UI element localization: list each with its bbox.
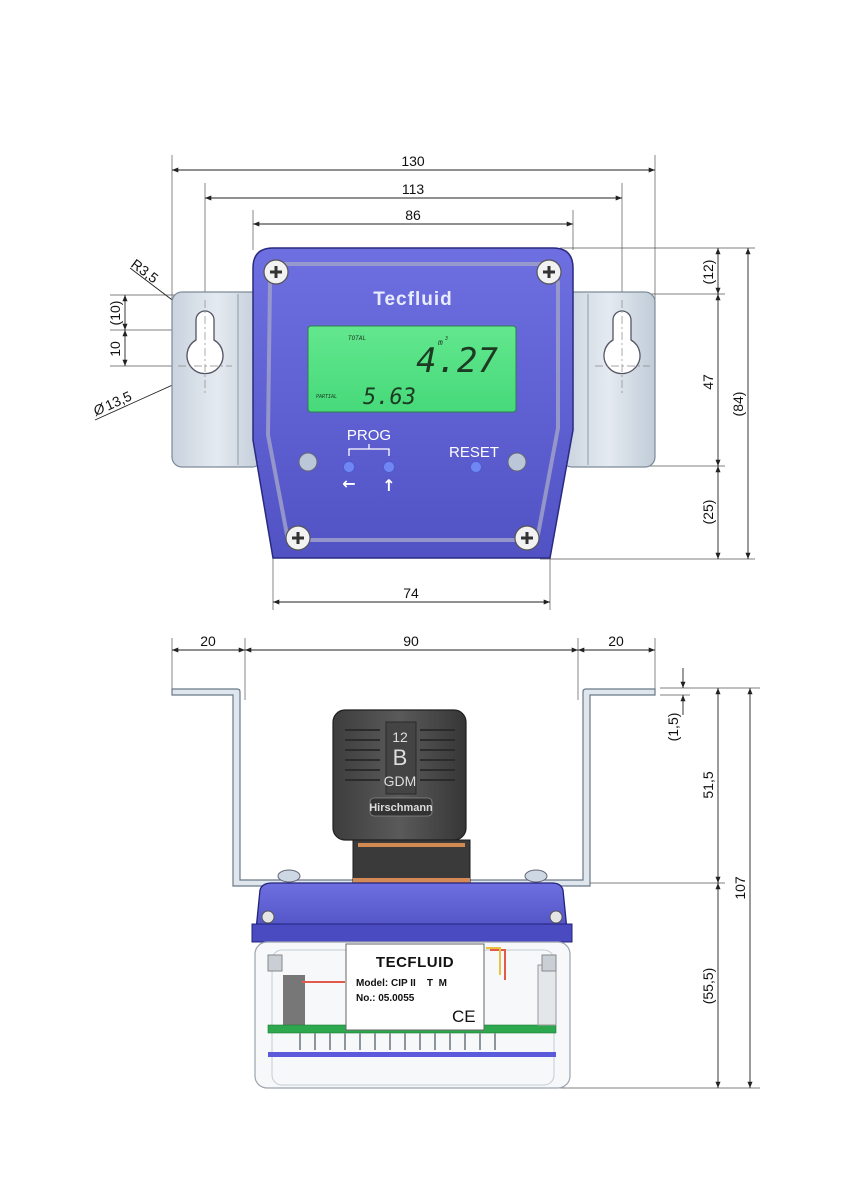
dim-body-height: (55,5)	[700, 968, 716, 1005]
connector-line2: B	[393, 745, 408, 770]
dim-left-flange: 20	[200, 633, 216, 649]
lcd-display: TOTAL m 3 4.27 PARTIAL 5.63	[308, 326, 516, 412]
reset-button[interactable]	[471, 462, 482, 473]
screw-icon	[286, 526, 310, 550]
prog-left-button[interactable]	[344, 462, 355, 473]
label-brand: TECFLUID	[376, 954, 454, 971]
meter-cover-side	[252, 883, 572, 942]
product-label: TECFLUID Model: CIP II T M No.: 05.0055 …	[346, 944, 484, 1030]
reset-label: RESET	[449, 444, 499, 461]
dim-bracket-height: 51,5	[700, 771, 716, 798]
prog-up-button[interactable]	[384, 462, 395, 473]
lcd-total-label: TOTAL	[348, 335, 366, 342]
dim-top-offset: (12)	[700, 260, 716, 285]
hirschmann-connector: 12 B GDM Hirschmann	[333, 710, 470, 886]
prog-label: PROG	[347, 427, 391, 444]
dim-slot-upper: (10)	[107, 301, 123, 326]
dim-thickness: (1,5)	[665, 713, 681, 742]
dim-bottom-offset: (25)	[700, 500, 716, 525]
dim-slot-lower: 10	[107, 341, 123, 357]
lcd-total-value: 4.27	[416, 341, 498, 381]
dim-center-span: 90	[403, 633, 419, 649]
dim-total-height: (84)	[730, 392, 746, 417]
screw-icon	[515, 526, 539, 550]
dim-width-total: 130	[401, 153, 425, 169]
ce-mark: CE	[452, 1007, 476, 1026]
lcd-partial-label: PARTIAL	[316, 394, 337, 400]
lcd-partial-value: 5.63	[363, 385, 416, 410]
bolt-icon	[508, 453, 526, 471]
dim-radius: R3,5	[128, 256, 161, 287]
dim-right-flange: 20	[608, 633, 624, 649]
screw-head-icon	[525, 870, 547, 882]
dim-body-width: 86	[405, 207, 421, 223]
screw-head-icon	[278, 870, 300, 882]
label-number: No.: 05.0055	[356, 993, 415, 1004]
dim-total-height-side: 107	[732, 876, 748, 900]
dim-bottom-width: 74	[403, 585, 419, 601]
dim-hole-spacing: 113	[402, 181, 425, 197]
dim-mid-height: 47	[700, 374, 716, 390]
top-view: 130 113 86 74 (12) 47 (25) (84) (10) 10 …	[90, 153, 755, 610]
connector-line3: GDM	[384, 773, 417, 789]
side-view: 20 90 20 (1,5) 51,5 (55,5) 107	[172, 633, 760, 1088]
screw-icon	[537, 260, 561, 284]
label-model: Model: CIP II T M	[356, 978, 447, 989]
up-arrow-icon: ↑	[382, 476, 395, 495]
connector-brand: Hirschmann	[369, 802, 433, 814]
connector-line1: 12	[392, 729, 408, 745]
brand-logo-top: Tecfluid	[373, 289, 452, 310]
bolt-icon	[299, 453, 317, 471]
screw-icon	[264, 260, 288, 284]
left-arrow-icon: ←	[342, 474, 355, 493]
